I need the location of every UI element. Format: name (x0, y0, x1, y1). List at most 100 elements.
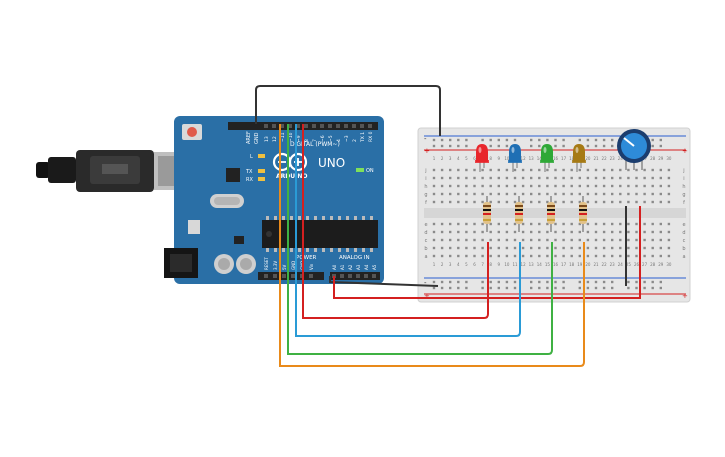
rail-hole (562, 144, 565, 148)
top-rail-plus: + (424, 147, 430, 155)
column-number: 13 (529, 156, 535, 161)
column-number: 9 (498, 262, 501, 267)
terminal-hole (643, 230, 646, 234)
terminal-hole (432, 246, 436, 250)
arduino-logo (272, 152, 308, 172)
digital-pin-label: RX 0 (368, 131, 374, 142)
analog-pin-label: A0 (332, 264, 337, 270)
analog-pin-hole (364, 274, 368, 278)
terminal-hole (602, 200, 606, 204)
terminal-hole (432, 230, 436, 234)
terminal-hole (473, 254, 476, 258)
terminal-hole (659, 168, 662, 172)
terminal-hole (432, 176, 436, 180)
terminal-hole (440, 192, 444, 196)
rail-hole (594, 138, 598, 142)
terminal-hole (449, 168, 452, 172)
mcu-pin (338, 248, 341, 252)
analog-pin-label: A4 (364, 264, 369, 270)
terminal-hole (465, 222, 468, 226)
mcu-pin (266, 216, 269, 220)
terminal-hole (659, 176, 662, 180)
terminal-hole (627, 184, 630, 188)
rail-hole (602, 280, 606, 284)
terminal-hole (667, 238, 671, 242)
terminal-hole (594, 168, 598, 172)
terminal-hole (521, 184, 525, 188)
terminal-hole (586, 254, 590, 258)
terminal-hole (667, 184, 671, 188)
terminal-hole (643, 254, 646, 258)
rail-hole (562, 280, 565, 284)
terminal-hole (449, 192, 452, 196)
mcu-pin (330, 248, 333, 252)
terminal-hole (602, 254, 606, 258)
terminal-hole (651, 176, 654, 180)
terminal-hole (586, 238, 590, 242)
digital-pin-hole (304, 124, 308, 128)
terminal-hole (643, 200, 646, 204)
rail-hole (449, 138, 452, 142)
mcu-pin (306, 216, 309, 220)
terminal-hole (611, 200, 614, 204)
terminal-hole (651, 246, 654, 250)
l-led (258, 154, 265, 158)
terminal-hole (627, 168, 630, 172)
column-number: 10 (504, 156, 510, 161)
resistor (579, 196, 587, 232)
terminal-hole (465, 246, 468, 250)
digital-header-label: DIGITAL (PWM~) (290, 141, 340, 148)
terminal-hole (546, 192, 549, 196)
digital-pin-label: ~5 (328, 135, 334, 142)
terminal-hole (667, 168, 671, 172)
terminal-hole (465, 254, 468, 258)
terminal-hole (667, 230, 671, 234)
digital-pin-label: TX 1 (360, 132, 366, 143)
terminal-hole (667, 200, 671, 204)
terminal-hole (627, 176, 630, 180)
terminal-hole (513, 192, 517, 196)
terminal-hole (521, 200, 525, 204)
terminal-hole (667, 176, 671, 180)
column-number: 20 (585, 262, 591, 267)
terminal-hole (473, 176, 476, 180)
column-number: 8 (489, 156, 492, 161)
column-number: 24 (618, 262, 624, 267)
power-pin-hole (273, 274, 277, 278)
rail-hole (627, 280, 630, 284)
terminal-hole (554, 238, 557, 242)
column-number: 4 (457, 156, 460, 161)
rail-hole (497, 286, 500, 290)
analog-pin-label: A5 (372, 264, 377, 270)
rail-hole (659, 138, 662, 142)
terminal-hole (497, 176, 500, 180)
terminal-hole (619, 230, 622, 234)
tx-led (258, 169, 265, 173)
rail-hole (602, 144, 606, 148)
digital-pin-label: ~9 (296, 135, 302, 142)
green-led-wire (287, 124, 553, 355)
terminal-hole (432, 168, 436, 172)
analog-label: ANALOG IN (339, 255, 370, 261)
terminal-hole (481, 222, 484, 226)
terminal-hole (594, 200, 598, 204)
terminal-hole (586, 168, 590, 172)
terminal-hole (497, 192, 500, 196)
terminal-hole (432, 222, 436, 226)
terminal-hole (440, 200, 444, 204)
power-pin-label: Vin (309, 263, 314, 270)
terminal-hole (578, 168, 581, 172)
terminal-hole (538, 184, 541, 188)
terminal-hole (457, 168, 460, 172)
terminal-hole (635, 176, 638, 180)
terminal-hole (578, 238, 581, 242)
terminal-hole (530, 254, 533, 258)
terminal-hole (659, 238, 662, 242)
terminal-hole (489, 230, 492, 234)
row-letter: f (683, 200, 685, 206)
terminal-hole (594, 254, 598, 258)
mcu-pin (274, 248, 277, 252)
terminal-hole (457, 200, 460, 204)
